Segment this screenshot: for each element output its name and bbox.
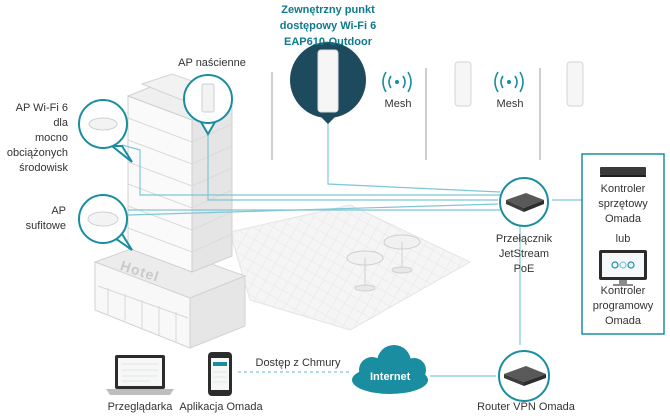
ap-heavy-line-1: AP Wi-Fi 6 dla xyxy=(15,102,68,129)
ap-wall-label: AP naścienne xyxy=(178,57,246,69)
connection-lines xyxy=(121,118,582,377)
controller-box xyxy=(581,153,665,335)
featured-outdoor-ap xyxy=(290,42,366,124)
plaza-ground xyxy=(229,204,472,331)
mesh-ap-2 xyxy=(566,61,584,107)
mesh-ap-1 xyxy=(454,61,472,107)
hw-controller-label: Kontroler sprzętowy Omada xyxy=(584,182,662,227)
sw-controller-monitor xyxy=(599,250,647,286)
sw-controller-label: Kontroler programowy Omada xyxy=(584,284,662,329)
ap-ceiling-line-2: sufitowe xyxy=(25,220,66,232)
or-label: lub xyxy=(615,233,631,245)
hotel-lobby xyxy=(93,241,247,349)
ap-heavy-line-3: obciążonych xyxy=(6,147,68,159)
featured-title-line-3: EAP610-Outdoor xyxy=(283,36,372,48)
laptop-icon xyxy=(106,355,174,395)
sw-controller-line-3: Omada xyxy=(604,315,642,327)
app-label: Aplikacja Omada xyxy=(179,401,263,413)
router-label: Router VPN Omada xyxy=(477,401,575,413)
mesh-poles xyxy=(271,68,541,160)
switch-line-3: PoE xyxy=(513,263,535,275)
smartphone-icon xyxy=(208,352,232,396)
internet-label: Internet xyxy=(370,371,411,383)
ap-heavy-line-4: środowisk xyxy=(19,162,68,174)
hw-controller-line-1: Kontroler xyxy=(600,183,646,195)
ap-wall-callout xyxy=(183,74,233,136)
featured-title-line-2: dostępowy Wi-Fi 6 xyxy=(279,20,377,32)
featured-ap-title: Zewnętrzny punkt dostępowy Wi-Fi 6 EAP61… xyxy=(262,2,394,50)
hw-controller-line-2: sprzętowy xyxy=(598,198,648,210)
wifi-signal-icon xyxy=(382,71,412,93)
hw-controller-device xyxy=(600,167,646,177)
patio-umbrellas xyxy=(346,234,421,292)
ap-ceiling-label: AP sufitowe xyxy=(20,204,66,234)
switch-line-1: Przełącznik xyxy=(495,233,553,245)
browser-label: Przeglądarka xyxy=(107,401,173,413)
wifi-signal-icon xyxy=(494,71,524,93)
ap-heavy-line-2: mocno xyxy=(34,132,68,144)
sw-controller-line-2: programowy xyxy=(592,300,654,312)
switch-node xyxy=(499,177,549,227)
mesh-label-1: Mesh xyxy=(384,98,412,110)
switch-label: Przełącznik JetStream PoE xyxy=(482,232,566,277)
ap-ceiling-callout xyxy=(78,194,133,251)
mesh-label-2: Mesh xyxy=(496,98,524,110)
switch-line-2: JetStream xyxy=(498,248,550,260)
ap-heavy-callout xyxy=(78,99,133,163)
cloud-access-label: Dostęp z Chmury xyxy=(255,357,341,369)
hw-controller-line-3: Omada xyxy=(604,213,642,225)
ap-heavy-label: AP Wi-Fi 6 dla mocno obciążonych środowi… xyxy=(2,101,68,176)
sw-controller-line-1: Kontroler xyxy=(600,285,646,297)
ap-ceiling-line-1: AP xyxy=(51,205,66,217)
cloud-icon xyxy=(352,345,428,394)
featured-title-line-1: Zewnętrzny punkt xyxy=(281,4,375,16)
router-node xyxy=(498,350,550,402)
